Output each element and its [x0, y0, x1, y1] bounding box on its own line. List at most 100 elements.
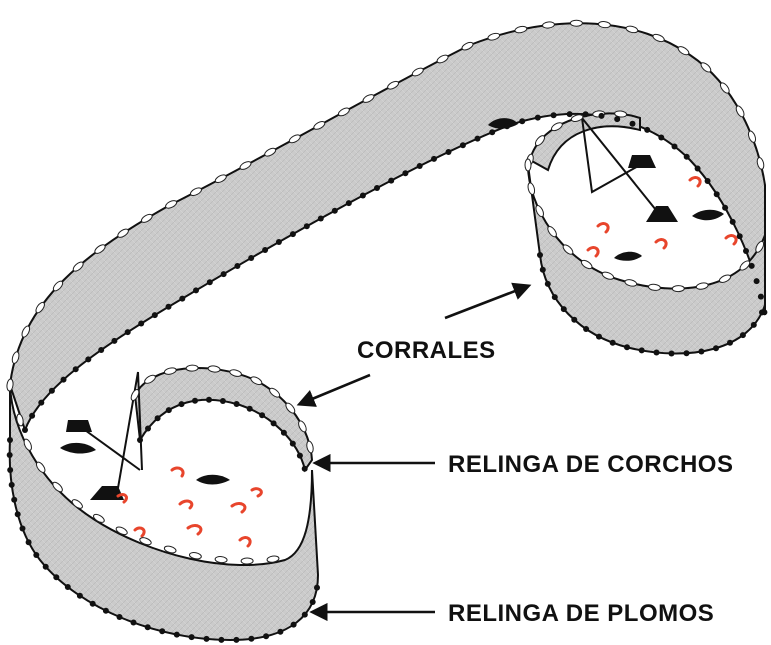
lead-weight-icon	[630, 121, 636, 127]
lead-weight-icon	[61, 377, 67, 383]
lead-weight-icon	[540, 267, 546, 273]
lead-weight-icon	[131, 620, 137, 626]
lead-weight-icon	[567, 111, 573, 117]
lead-weight-icon	[684, 154, 690, 160]
lead-weight-icon	[15, 511, 21, 517]
lead-weight-icon	[402, 170, 408, 176]
dark-fish-icon	[60, 443, 96, 454]
lead-weight-icon	[152, 312, 158, 318]
lead-weight-icon	[33, 552, 39, 558]
dark-fish-icon	[614, 252, 642, 261]
lead-weight-icon	[310, 599, 316, 605]
net-band	[10, 23, 765, 640]
red-fish-icon	[240, 538, 250, 546]
lead-weight-icon	[730, 219, 736, 225]
lead-weight-icon	[290, 231, 296, 237]
lead-weight-icon	[73, 366, 79, 372]
lead-weight-icon	[20, 526, 26, 532]
lead-weight-icon	[658, 135, 664, 141]
lead-weight-icon	[737, 233, 743, 239]
lead-weight-icon	[624, 344, 630, 350]
lead-weight-icon	[189, 634, 195, 640]
lead-weight-icon	[277, 629, 283, 635]
lead-weight-icon	[714, 191, 720, 197]
red-fish-icon	[598, 224, 608, 232]
net-wall-long	[10, 23, 765, 430]
lead-weight-icon	[117, 614, 123, 620]
lead-weight-icon	[669, 351, 675, 357]
lead-weight-icon	[302, 612, 308, 618]
lead-weight-icon	[145, 426, 151, 432]
lead-weight-icon	[111, 338, 117, 344]
lead-weight-icon	[248, 255, 254, 261]
lead-weight-icon	[639, 347, 645, 353]
cork-float-icon	[527, 182, 536, 195]
lead-weight-icon	[446, 149, 452, 155]
lead-weight-icon	[179, 401, 185, 407]
lead-weight-icon	[49, 388, 55, 394]
lead-weight-icon	[174, 632, 180, 638]
lead-weight-icon	[281, 430, 287, 436]
lead-weight-icon	[53, 574, 59, 580]
lead-weight-icon	[9, 482, 15, 488]
lead-weight-icon	[346, 200, 352, 206]
lead-weight-icon	[90, 601, 96, 607]
red-fish-icon	[172, 468, 183, 476]
lead-weight-icon	[431, 156, 437, 162]
lead-weight-icon	[684, 350, 690, 356]
lead-weight-icon	[206, 397, 212, 403]
lead-weight-icon	[332, 208, 338, 214]
lead-weight-icon	[11, 497, 17, 503]
lead-weight-icon	[758, 294, 764, 300]
red-fish-icon	[690, 178, 700, 186]
lead-weight-icon	[360, 193, 366, 199]
lead-weight-icon	[596, 334, 602, 340]
lead-weight-icon	[504, 123, 510, 129]
lead-weight-icon	[552, 294, 558, 300]
lead-weight-icon	[207, 279, 213, 285]
lead-weight-icon	[551, 112, 557, 118]
corrales-label: CORRALES	[357, 337, 496, 364]
cork-float-icon	[186, 365, 198, 371]
red-fish-icon	[252, 489, 261, 496]
lead-weight-icon	[460, 142, 466, 148]
red-fish-icon	[232, 504, 245, 512]
relinga-plomos-label: RELINGA DE PLOMOS	[448, 600, 714, 627]
cork-float-icon	[215, 556, 228, 563]
lead-weight-icon	[125, 329, 131, 335]
lead-weight-icon	[159, 628, 165, 634]
cork-float-icon	[570, 20, 582, 26]
lead-weight-icon	[749, 263, 755, 269]
lead-weight-icon	[535, 115, 541, 121]
lead-weight-icon	[561, 306, 567, 312]
net-corral-left-back	[135, 368, 312, 470]
lead-weight-icon	[759, 309, 765, 315]
lead-weight-icon	[318, 216, 324, 222]
lead-weight-icon	[263, 633, 269, 639]
lead-weight-icon	[29, 413, 35, 419]
cork-float-icon	[241, 558, 253, 564]
lead-weight-icon	[38, 400, 44, 406]
relinga-corchos-label: RELINGA DE CORCHOS	[448, 451, 733, 478]
lead-weight-icon	[262, 247, 268, 253]
dark-fish-icon	[196, 475, 230, 485]
lead-weight-icon	[192, 398, 198, 404]
arrows	[300, 286, 528, 612]
cork-float-icon	[525, 159, 531, 171]
lead-weight-icon	[7, 467, 13, 473]
lead-weight-icon	[304, 223, 310, 229]
lead-weight-icon	[610, 340, 616, 346]
arrow-icon	[445, 286, 528, 318]
lead-weight-icon	[545, 281, 551, 287]
lead-weight-icon	[43, 564, 49, 570]
lead-weight-icon	[614, 116, 620, 122]
lead-weight-icon	[22, 427, 28, 433]
red-fish-icon	[188, 526, 201, 534]
lead-weight-icon	[654, 350, 660, 356]
lead-weight-icon	[85, 356, 91, 362]
lead-weight-icon	[743, 248, 749, 254]
lead-weight-icon	[290, 441, 296, 447]
lead-weight-icon	[77, 593, 83, 599]
lead-weight-icon	[247, 406, 253, 412]
